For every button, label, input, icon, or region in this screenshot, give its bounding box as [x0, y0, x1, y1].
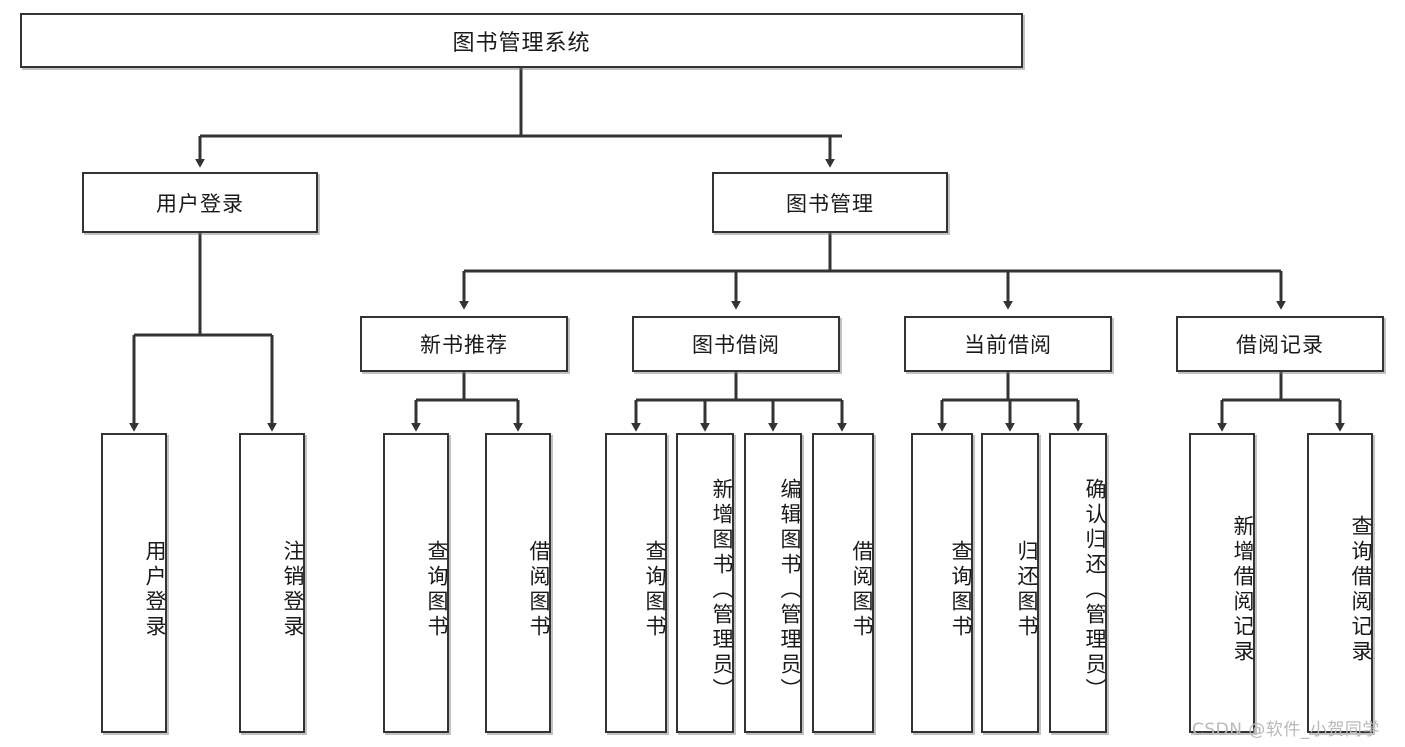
leaf-user-login-logout[interactable]: 注销登录	[239, 433, 305, 733]
csdn-watermark: CSDN @软件_小贺同学	[1192, 720, 1380, 740]
leaf-new-book-borrow-book[interactable]: 借阅图书	[485, 433, 551, 733]
node-book-borrow[interactable]: 图书借阅	[632, 316, 840, 372]
leaf-book-borrow-edit-book-admin[interactable]: 编辑图书（管理员）	[744, 433, 802, 733]
node-current-borrow[interactable]: 当前借阅	[904, 316, 1112, 372]
leaf-borrow-record-query-record[interactable]: 查询借阅记录	[1307, 433, 1373, 733]
node-borrow-record[interactable]: 借阅记录	[1176, 316, 1384, 372]
leaf-current-borrow-confirm-return-admin[interactable]: 确认归还（管理员）	[1049, 433, 1107, 733]
node-book-manage[interactable]: 图书管理	[712, 172, 948, 233]
leaf-current-borrow-query-book[interactable]: 查询图书	[911, 433, 973, 733]
node-new-book-recommend[interactable]: 新书推荐	[360, 316, 568, 372]
leaf-book-borrow-add-book-admin[interactable]: 新增图书（管理员）	[676, 433, 734, 733]
node-user-login[interactable]: 用户登录	[82, 172, 318, 233]
leaf-borrow-record-add-record[interactable]: 新增借阅记录	[1189, 433, 1255, 733]
leaf-new-book-query-book[interactable]: 查询图书	[383, 433, 449, 733]
node-root-system[interactable]: 图书管理系统	[20, 13, 1023, 68]
leaf-current-borrow-return-book[interactable]: 归还图书	[981, 433, 1039, 733]
leaf-book-borrow-query-book[interactable]: 查询图书	[605, 433, 667, 733]
leaf-user-login-login[interactable]: 用户登录	[101, 433, 167, 733]
leaf-book-borrow-borrow-book[interactable]: 借阅图书	[812, 433, 874, 733]
